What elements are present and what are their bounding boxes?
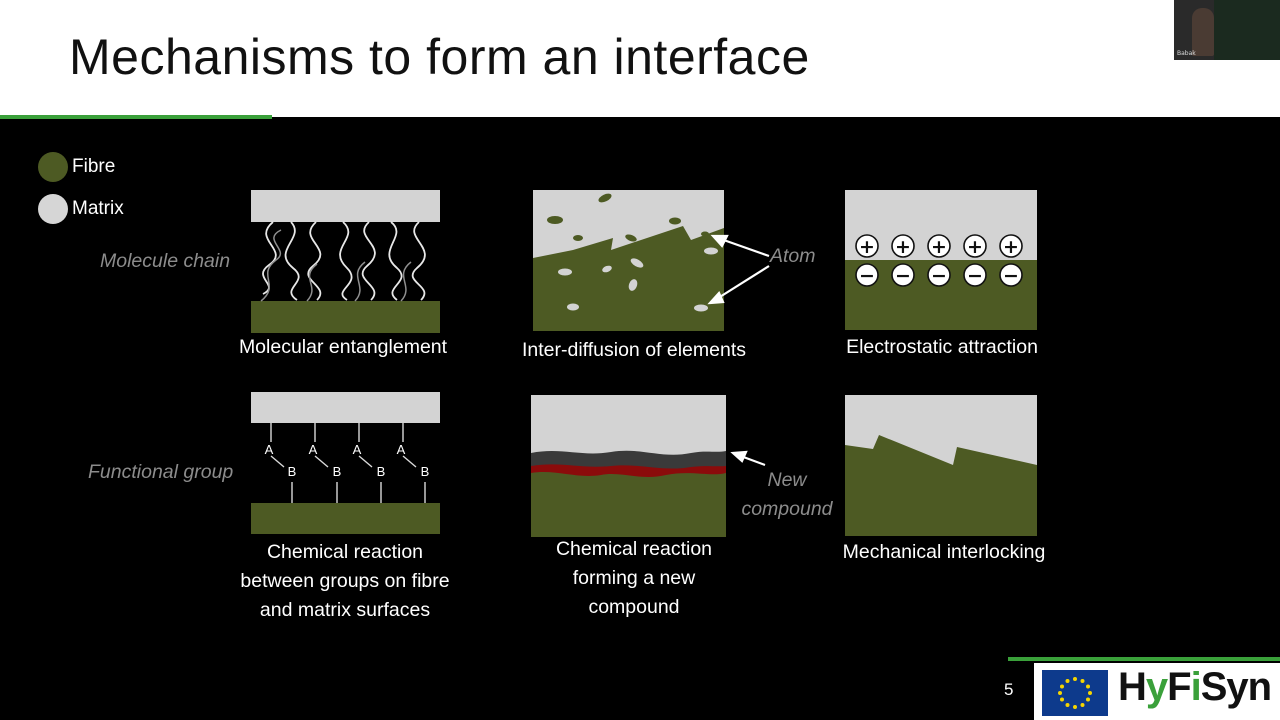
electrostatic-caption: Electrostatic attraction bbox=[846, 336, 1038, 358]
footer-logo-box: HyFiSyn bbox=[1034, 663, 1280, 720]
fibre-swatch-icon bbox=[38, 152, 68, 182]
legend-matrix: Matrix bbox=[38, 194, 124, 224]
positive-charges-icon: + + + + + bbox=[855, 234, 1023, 258]
mechanical-interlocking-caption: Mechanical interlocking bbox=[842, 541, 1046, 563]
svg-text:+: + bbox=[859, 236, 875, 258]
legend-fibre: Fibre bbox=[38, 152, 115, 182]
fibre-layer bbox=[251, 503, 440, 534]
matrix-layer bbox=[251, 392, 440, 423]
molecule-chain-annotation: Molecule chain bbox=[100, 250, 231, 272]
matrix-atoms-icon bbox=[558, 247, 718, 312]
compound-arrow-icon bbox=[730, 450, 766, 467]
svg-text:+: + bbox=[931, 236, 947, 258]
svg-text:B: B bbox=[288, 464, 297, 479]
functional-group-annotation: Functional group bbox=[88, 461, 234, 483]
fibre-region bbox=[845, 435, 1037, 536]
chemical-groups-caption: Chemical reaction between groups on fibr… bbox=[240, 541, 450, 621]
legend-fibre-label: Fibre bbox=[72, 156, 116, 177]
svg-text:−: − bbox=[967, 265, 983, 287]
molecular-entanglement-caption: Molecular entanglement bbox=[238, 336, 448, 358]
svg-text:B: B bbox=[421, 464, 430, 479]
legend-matrix-label: Matrix bbox=[72, 198, 124, 219]
new-compound-caption: Chemical reaction forming a new compound bbox=[555, 538, 713, 618]
functional-group-diagram: A B A B A B A B bbox=[251, 392, 440, 534]
webcam-thumbnail[interactable]: Babak bbox=[1174, 0, 1280, 60]
new-compound-diagram bbox=[531, 395, 766, 537]
matrix-layer bbox=[251, 190, 440, 222]
svg-text:−: − bbox=[895, 265, 911, 287]
inter-diffusion-diagram bbox=[533, 190, 770, 331]
molecule-chains-icon bbox=[262, 221, 426, 301]
molecular-entanglement-diagram bbox=[251, 190, 440, 333]
svg-text:B: B bbox=[333, 464, 342, 479]
fibre-region bbox=[531, 472, 726, 537]
svg-text:−: − bbox=[1003, 265, 1019, 287]
slide-title: Mechanisms to form an interface bbox=[69, 29, 810, 85]
fibre-layer bbox=[251, 301, 440, 333]
atom-annotation: Atom bbox=[770, 245, 816, 267]
eu-stars-icon bbox=[1058, 677, 1092, 709]
webcam-background bbox=[1214, 0, 1280, 60]
svg-text:A: A bbox=[265, 442, 274, 457]
svg-text:+: + bbox=[1003, 236, 1019, 258]
svg-text:−: − bbox=[859, 265, 875, 287]
eu-flag-icon bbox=[1042, 670, 1108, 716]
svg-text:A: A bbox=[353, 442, 362, 457]
fibre-region bbox=[533, 226, 724, 331]
new-compound-annotation: New compound bbox=[741, 469, 833, 520]
page-number: 5 bbox=[1004, 680, 1014, 699]
slide-header: Mechanisms to form an interface bbox=[0, 0, 1280, 117]
negative-charges-icon: − − − − − bbox=[855, 263, 1023, 287]
svg-text:B: B bbox=[377, 464, 386, 479]
atom-arrows-icon bbox=[707, 234, 770, 305]
header-accent-line bbox=[0, 115, 272, 119]
mechanical-interlocking-diagram bbox=[845, 395, 1037, 536]
electrostatic-diagram: + + + + + − − − − − bbox=[845, 190, 1037, 330]
matrix-swatch-icon bbox=[38, 194, 68, 224]
footer-accent-line bbox=[1008, 657, 1280, 661]
functional-groups-icon bbox=[270, 423, 426, 503]
inter-diffusion-caption: Inter-diffusion of elements bbox=[521, 339, 746, 361]
svg-text:+: + bbox=[967, 236, 983, 258]
svg-text:+: + bbox=[895, 236, 911, 258]
svg-text:A: A bbox=[397, 442, 406, 457]
molecule-chains-back-icon bbox=[260, 229, 412, 302]
presenter-figure bbox=[1192, 8, 1214, 56]
fibre-atoms-icon bbox=[547, 193, 709, 242]
webcam-name: Babak bbox=[1177, 50, 1196, 57]
svg-text:−: − bbox=[931, 265, 947, 287]
svg-text:A: A bbox=[309, 442, 318, 457]
hyfisyn-logo: HyFiSyn bbox=[1118, 665, 1272, 709]
